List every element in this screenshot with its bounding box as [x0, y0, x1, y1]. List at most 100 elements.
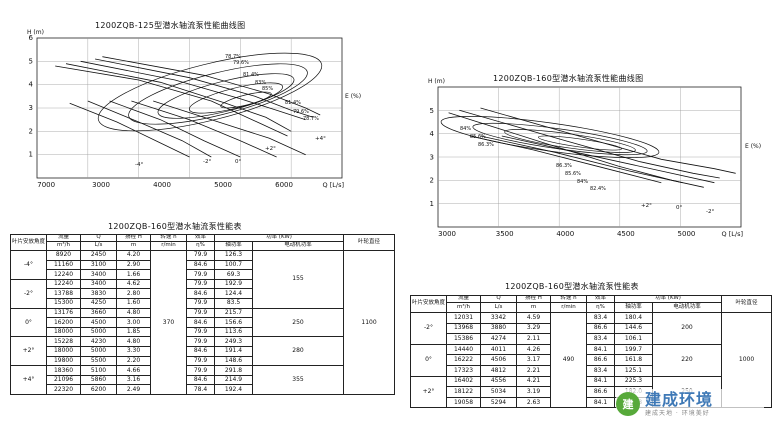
flow-ls-cell: 3100 — [80, 259, 117, 271]
y-axis-label: H (m) — [27, 29, 44, 36]
blade-angle-cell: 0° — [10, 307, 47, 338]
head-cell: 2.49 — [116, 384, 151, 395]
flow-m3h-cell: 19058 — [446, 396, 481, 409]
efficiency-cell: 79.9 — [186, 355, 215, 367]
flow-m3h-cell: 17323 — [446, 365, 481, 377]
header-unit: 轴功率 — [614, 301, 653, 314]
watermark-logo: 建 — [616, 392, 640, 416]
shaft-power-cell: 100.7 — [214, 259, 253, 271]
flow-ls-cell: 4812 — [480, 365, 517, 377]
efficiency-label: 83% — [255, 80, 266, 86]
series-line — [131, 100, 277, 158]
y-tick-label: 1 — [29, 151, 33, 159]
head-cell: 4.80 — [116, 336, 151, 348]
blade-angle-label: 0° — [235, 159, 241, 165]
chart1-title: 1200ZQB-125型潜水轴流泵性能曲线图 — [95, 21, 246, 30]
blade-angle-cell: -2° — [10, 278, 47, 309]
head-cell: 2.20 — [116, 355, 151, 367]
flow-m3h-cell: 16402 — [446, 375, 481, 388]
shaft-power-cell: 161.8 — [614, 354, 653, 367]
flow-ls-cell: 3400 — [80, 269, 117, 280]
e-axis-label: E (%) — [345, 93, 361, 100]
efficiency-cell: 86.6 — [586, 386, 615, 398]
head-cell: 2.63 — [516, 396, 551, 409]
flow-ls-cell: 5000 — [80, 326, 117, 338]
x-tick-label: 4000 — [153, 181, 171, 189]
header-unit: m³/h — [446, 301, 481, 314]
efficiency-label: 86.3% — [478, 142, 494, 148]
motor-power-cell: 200 — [651, 312, 723, 345]
chart2-title: 1200ZQB-160型潜水轴流泵性能曲线图 — [493, 74, 644, 83]
head-cell: 4.66 — [116, 365, 151, 376]
flow-ls-cell: 3660 — [80, 307, 117, 319]
y-axis-label: H (m) — [428, 78, 445, 85]
blade-angle-label: +2° — [265, 146, 276, 152]
blade-angle-cell: +2° — [10, 336, 47, 367]
table1-title: 1200ZQB-160型潜水轴流泵性能表 — [108, 222, 242, 231]
efficiency-cell: 86.6 — [586, 322, 615, 335]
shaft-power-cell: 124.4 — [214, 288, 253, 300]
series-line — [448, 112, 704, 188]
y-tick-label: 1 — [430, 200, 434, 208]
shaft-power-cell: 125.1 — [614, 365, 653, 377]
efficiency-label: 78.7% — [225, 54, 241, 60]
motor-power-cell: 220 — [651, 343, 723, 377]
header-unit: m — [116, 240, 151, 252]
shaft-power-cell: 156.6 — [214, 317, 253, 328]
flow-ls-cell: 4500 — [80, 317, 117, 328]
y-tick-label: 3 — [430, 153, 434, 161]
efficiency-label: 78.7% — [303, 116, 319, 122]
head-cell: 2.80 — [116, 288, 151, 300]
x-axis-label: Q [L/s] — [323, 181, 344, 189]
y-tick-label: 2 — [29, 127, 33, 135]
header-unit: m³/h — [46, 240, 81, 252]
flow-m3h-cell: 16200 — [46, 317, 81, 328]
flow-ls-cell: 3880 — [480, 322, 517, 335]
head-cell: 1.66 — [116, 269, 151, 280]
flow-m3h-cell: 21096 — [46, 374, 81, 386]
shaft-power-cell: 69.3 — [214, 269, 253, 280]
head-cell: 1.85 — [116, 326, 151, 338]
flow-m3h-cell: 15228 — [46, 336, 81, 348]
flow-m3h-cell: 18360 — [46, 365, 81, 376]
efficiency-label: 85.6% — [565, 171, 581, 177]
x-tick-label: 3000 — [438, 230, 456, 238]
y-tick-label: 5 — [29, 57, 33, 65]
flow-m3h-cell: 12240 — [46, 269, 81, 280]
y-tick-label: 5 — [430, 107, 434, 115]
flow-ls-cell: 5500 — [80, 355, 117, 367]
shaft-power-cell: 144.6 — [614, 322, 653, 335]
flow-m3h-cell: 13968 — [446, 322, 481, 335]
efficiency-contour — [504, 129, 636, 153]
motor-power-cell: 355 — [251, 365, 345, 395]
flow-m3h-cell: 14440 — [446, 343, 481, 356]
flow-m3h-cell: 18122 — [446, 386, 481, 398]
header-unit: 电动机功率 — [651, 301, 723, 314]
efficiency-label: 86.3% — [556, 163, 572, 169]
blade-angle-cell: 0° — [410, 343, 447, 377]
head-cell: 4.62 — [116, 278, 151, 290]
flow-ls-cell: 5294 — [480, 396, 517, 409]
efficiency-label: 84% — [460, 126, 471, 132]
shaft-power-cell: 180.4 — [614, 312, 653, 324]
shaft-power-cell: 249.3 — [214, 336, 253, 348]
speed-cell: 370 — [150, 250, 187, 395]
efficiency-label: 81.4% — [243, 72, 259, 78]
blade-angle-label: -4° — [135, 162, 143, 168]
e-axis-label: E (%) — [745, 143, 761, 150]
head-cell: 4.20 — [116, 250, 151, 261]
header-diameter: 叶轮直径 — [721, 294, 773, 314]
blade-angle-label: -2° — [203, 159, 211, 165]
flow-m3h-cell: 15300 — [46, 298, 81, 309]
series-line — [480, 107, 736, 174]
flow-ls-cell: 4230 — [80, 336, 117, 348]
efficiency-cell: 86.6 — [586, 354, 615, 367]
header-angle: 叶片安放角度 — [410, 294, 447, 314]
